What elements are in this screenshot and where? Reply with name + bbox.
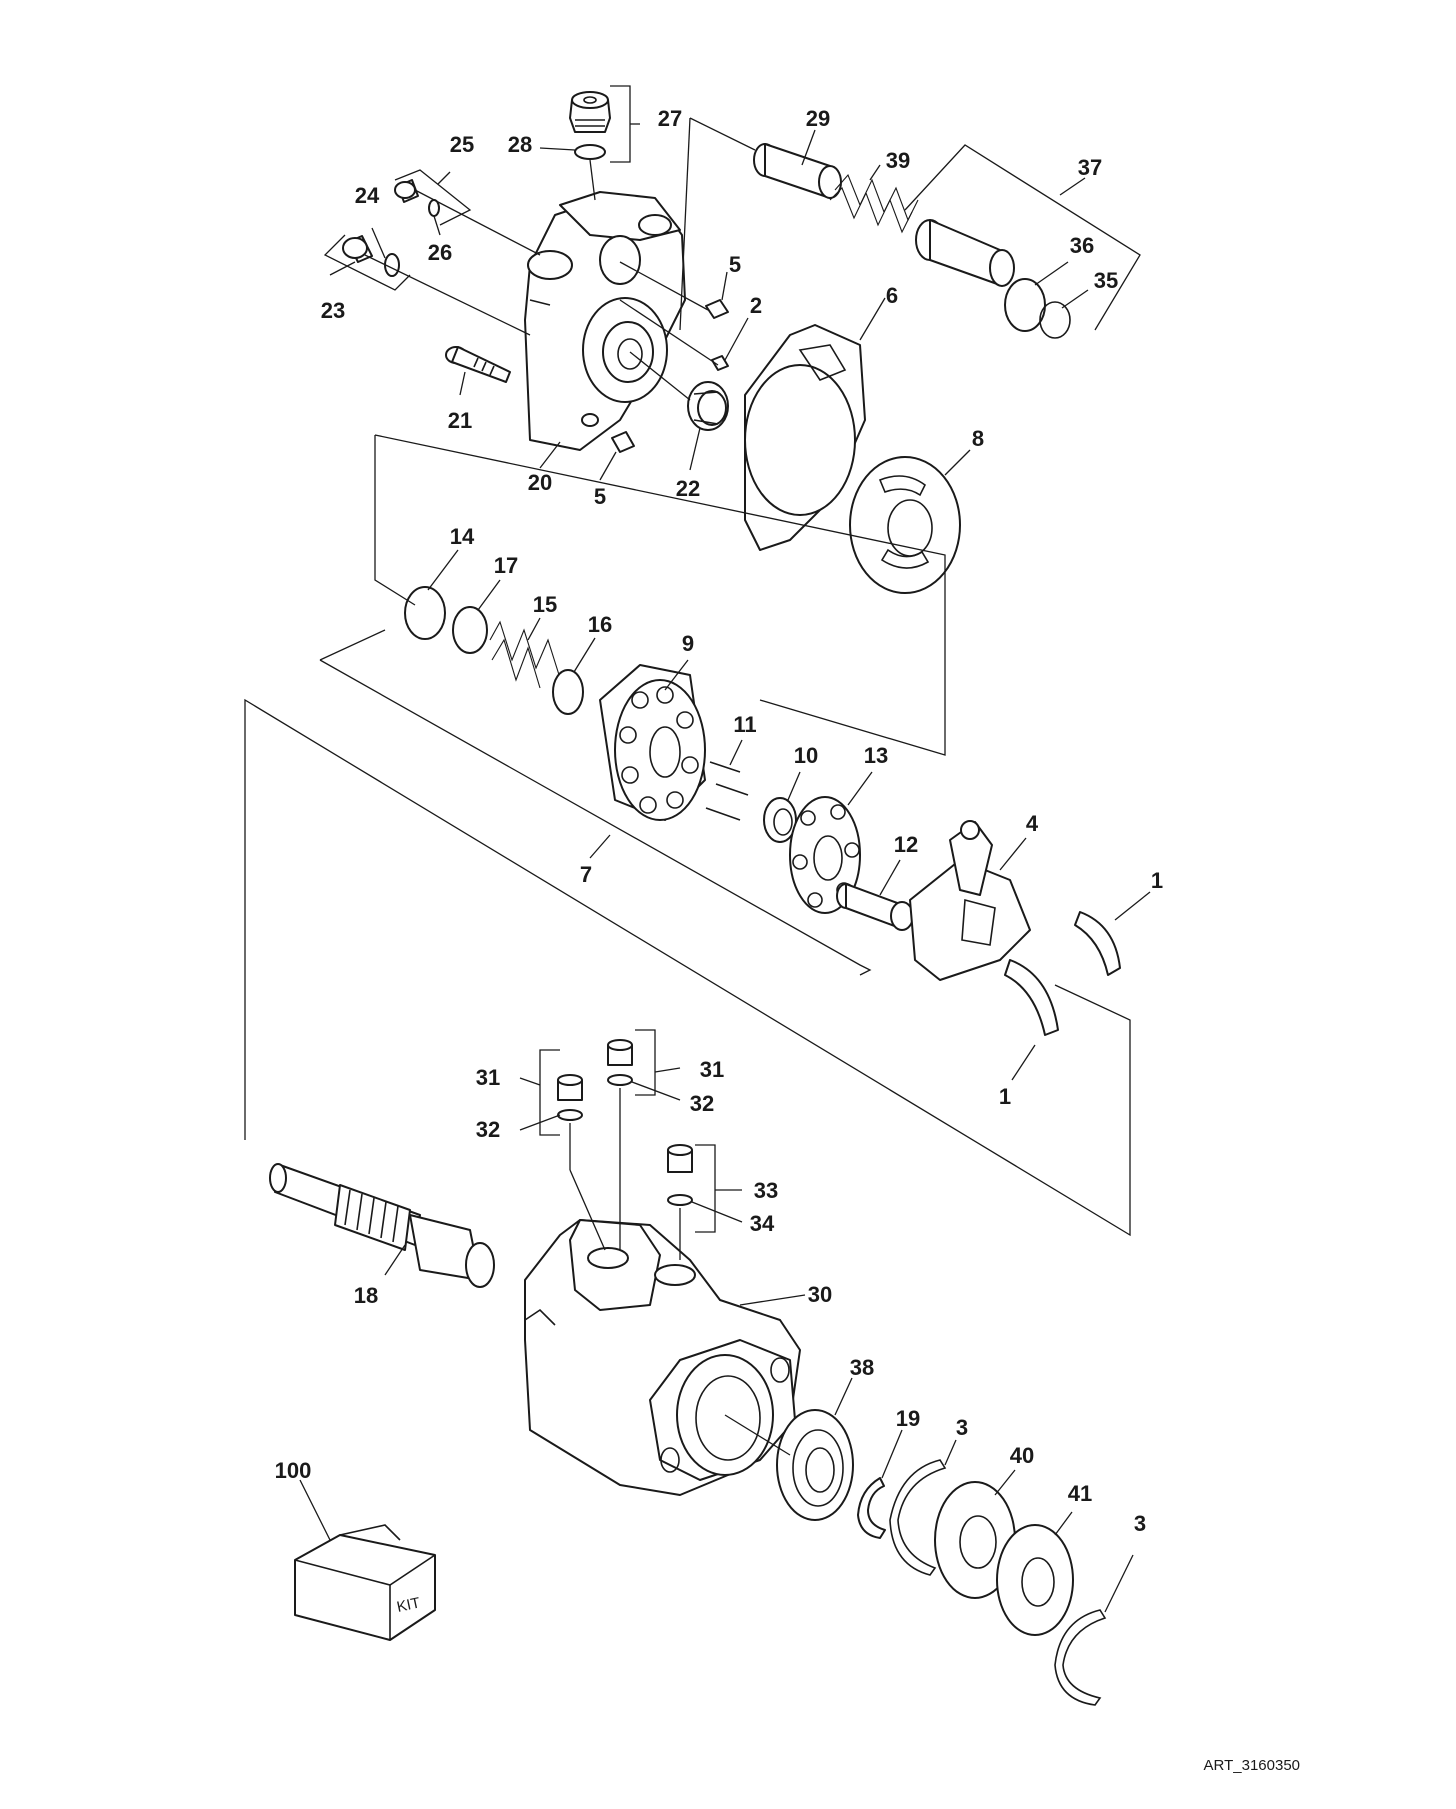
part-34-seal (667, 1194, 693, 1206)
part-20-end-cover (524, 191, 686, 451)
callout-1-upper: 1 (1151, 868, 1163, 893)
part-14-oring (404, 586, 446, 640)
part-8-valve-plate (849, 456, 961, 594)
part-9-cylinder-block (599, 664, 706, 821)
part-33-plug (667, 1144, 693, 1173)
part-22-bearing (687, 381, 729, 431)
part-17-washer (452, 606, 488, 654)
callout-10: 10 (794, 743, 818, 768)
part-19-snap-ring (857, 1477, 886, 1539)
part-100-kit-box: KIT (294, 1524, 436, 1641)
callout-17: 17 (494, 553, 518, 578)
callout-31-left: 31 (476, 1065, 500, 1090)
part-1-bearing-left (1004, 959, 1059, 1036)
part-2-pin (711, 355, 729, 371)
drawing-id: ART_3160350 (1204, 1757, 1300, 1774)
end-cover-assembly (342, 91, 1071, 594)
kit-box-label: KIT (395, 1594, 421, 1615)
callout-34: 34 (750, 1211, 775, 1236)
part-36-oring (1004, 278, 1046, 332)
part-15-spring (489, 620, 561, 689)
callout-37: 37 (1078, 155, 1102, 180)
callout-1-lower: 1 (999, 1084, 1011, 1109)
callout-32-right: 32 (690, 1091, 714, 1116)
callout-7: 7 (580, 862, 592, 887)
callout-2: 2 (750, 293, 762, 318)
callout-38: 38 (850, 1355, 874, 1380)
part-6-gasket (744, 324, 866, 551)
part-31-plug-right (607, 1039, 633, 1066)
part-32-seal-left (557, 1109, 583, 1121)
part-29-spool (753, 143, 842, 199)
part-21-bolt (445, 346, 511, 383)
callout-5-lower: 5 (594, 484, 606, 509)
callout-6: 6 (886, 283, 898, 308)
part-39-spring (829, 173, 919, 234)
callout-3-lower: 3 (1134, 1511, 1146, 1536)
callout-20: 20 (528, 470, 552, 495)
callout-15: 15 (533, 592, 557, 617)
part-18-shaft (269, 1163, 495, 1288)
callout-9: 9 (682, 631, 694, 656)
part-32-seal-right (607, 1074, 633, 1086)
callout-12: 12 (894, 832, 918, 857)
callout-27: 27 (658, 106, 682, 131)
callout-19: 19 (896, 1406, 920, 1431)
part-23-plug (342, 235, 373, 263)
part-27-plug (569, 91, 611, 133)
rotating-group (404, 586, 1121, 1036)
part-30-housing (524, 1219, 801, 1496)
callout-13: 13 (864, 743, 888, 768)
callout-31-right: 31 (700, 1057, 724, 1082)
callout-16: 16 (588, 612, 612, 637)
callout-40: 40 (1010, 1443, 1034, 1468)
part-5-pin-upper (705, 299, 729, 319)
callout-labels: 27 28 25 24 26 23 21 20 5 22 5 2 29 39 3… (275, 106, 1163, 1536)
part-1-bearing-right (1074, 911, 1121, 976)
callout-11: 11 (733, 712, 756, 737)
part-35-cap (1039, 301, 1071, 339)
part-12-piston (836, 883, 914, 931)
leader-lines (244, 85, 1151, 1613)
housing-assembly: KIT (269, 1039, 1107, 1706)
callout-32-left: 32 (476, 1117, 500, 1142)
part-3-retaining-ring-lower (1054, 1609, 1107, 1706)
part-5-pin-lower (611, 431, 635, 453)
part-11-pins (705, 761, 749, 821)
callout-28: 28 (508, 132, 532, 157)
callout-18: 18 (354, 1283, 378, 1308)
part-31-plug-left (557, 1074, 583, 1101)
callout-8: 8 (972, 426, 984, 451)
callout-3-upper: 3 (956, 1415, 968, 1440)
callout-41: 41 (1068, 1481, 1092, 1506)
part-3-retaining-ring-upper (889, 1459, 947, 1576)
part-41-washer (996, 1524, 1074, 1636)
callout-36: 36 (1070, 233, 1094, 258)
part-37-piston (915, 219, 1015, 287)
callout-14: 14 (450, 524, 475, 549)
callout-35: 35 (1094, 268, 1118, 293)
callout-29: 29 (806, 106, 830, 131)
callout-23: 23 (321, 298, 345, 323)
callout-5-upper: 5 (729, 252, 741, 277)
part-38-bearing (776, 1409, 854, 1521)
callout-100: 100 (275, 1458, 312, 1483)
part-16-washer (552, 669, 584, 715)
callout-26: 26 (428, 240, 452, 265)
part-28-seal (574, 144, 606, 160)
part-4-swashplate (909, 820, 1031, 981)
callout-39: 39 (886, 148, 910, 173)
callout-4: 4 (1026, 811, 1039, 836)
callout-33: 33 (754, 1178, 778, 1203)
callout-22: 22 (676, 476, 700, 501)
part-25-plug (394, 179, 419, 203)
callout-25: 25 (450, 132, 474, 157)
callout-24: 24 (355, 183, 380, 208)
callout-21: 21 (448, 408, 472, 433)
callout-30: 30 (808, 1282, 832, 1307)
